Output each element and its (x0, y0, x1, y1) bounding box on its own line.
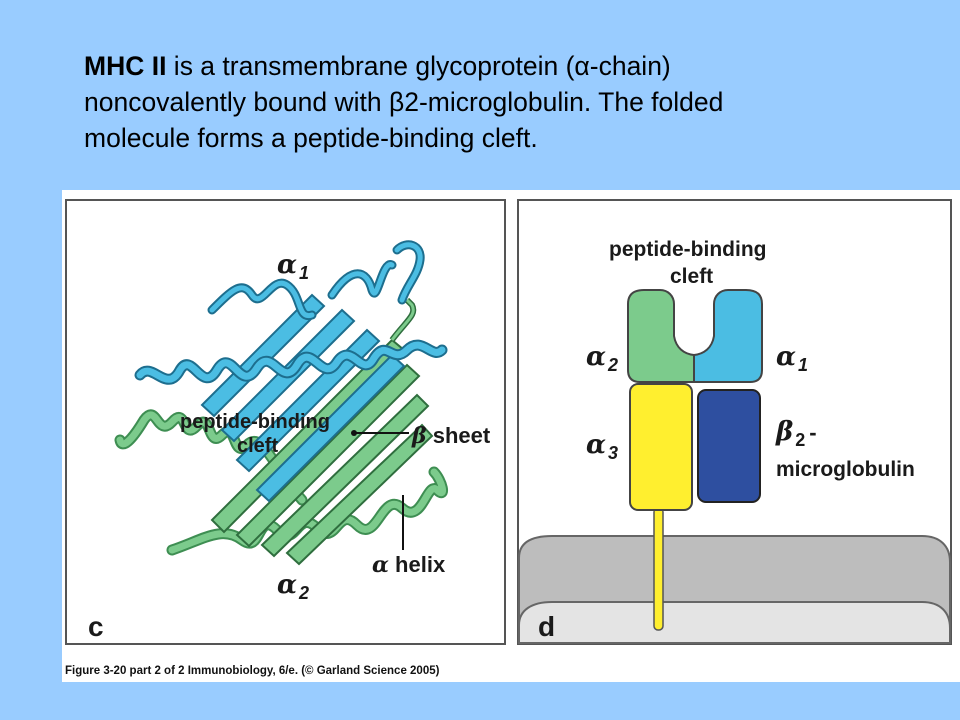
slide-title: MHC II is a transmembrane glycoprotein (… (84, 48, 924, 156)
panel-c-letter: c (88, 611, 104, 642)
alpha2-beta-strands (210, 297, 434, 566)
panel-d-letter: d (538, 611, 555, 642)
title-bold-mhc: MHC II (84, 51, 167, 81)
figure-caption: Figure 3-20 part 2 of 2 Immunobiology, 6… (65, 665, 440, 677)
panel-c-beta-sheet-label: β sheet (411, 423, 491, 449)
alpha1-domain (693, 289, 763, 383)
membrane-inner-leaflet (518, 601, 951, 644)
title-line2-end: 2-microglobulin. The folded (404, 87, 724, 117)
transmembrane-tail (653, 507, 664, 631)
title-line3: molecule forms a peptide-binding cleft. (84, 123, 538, 153)
title-line1-text: is a transmembrane glycoprotein ( (166, 51, 575, 81)
alpha3-domain (629, 383, 693, 511)
panel-c-alpha-helix-label: α helix (372, 552, 446, 578)
panel-c-cleft-label-1: peptide-binding (180, 411, 330, 433)
alpha1-beta-strands (200, 293, 406, 503)
panel-d-cleft-label-2: cleft (670, 265, 713, 288)
beta-sheet-pointer-dot (351, 430, 357, 436)
title-alpha-symbol: α (574, 51, 590, 81)
title-line1-end: -chain) (589, 51, 671, 81)
panel-d-cleft-label-1: peptide-binding (609, 238, 766, 261)
title-line2-start: noncovalently bound with (84, 87, 389, 117)
title-beta-symbol: β (388, 87, 405, 117)
beta2-microglobulin-domain (697, 389, 761, 503)
alpha2-domain (627, 289, 695, 383)
panel-c-cleft-label-2: cleft (237, 435, 278, 457)
panel-d-microglobulin-label: microglobulin (776, 458, 915, 481)
